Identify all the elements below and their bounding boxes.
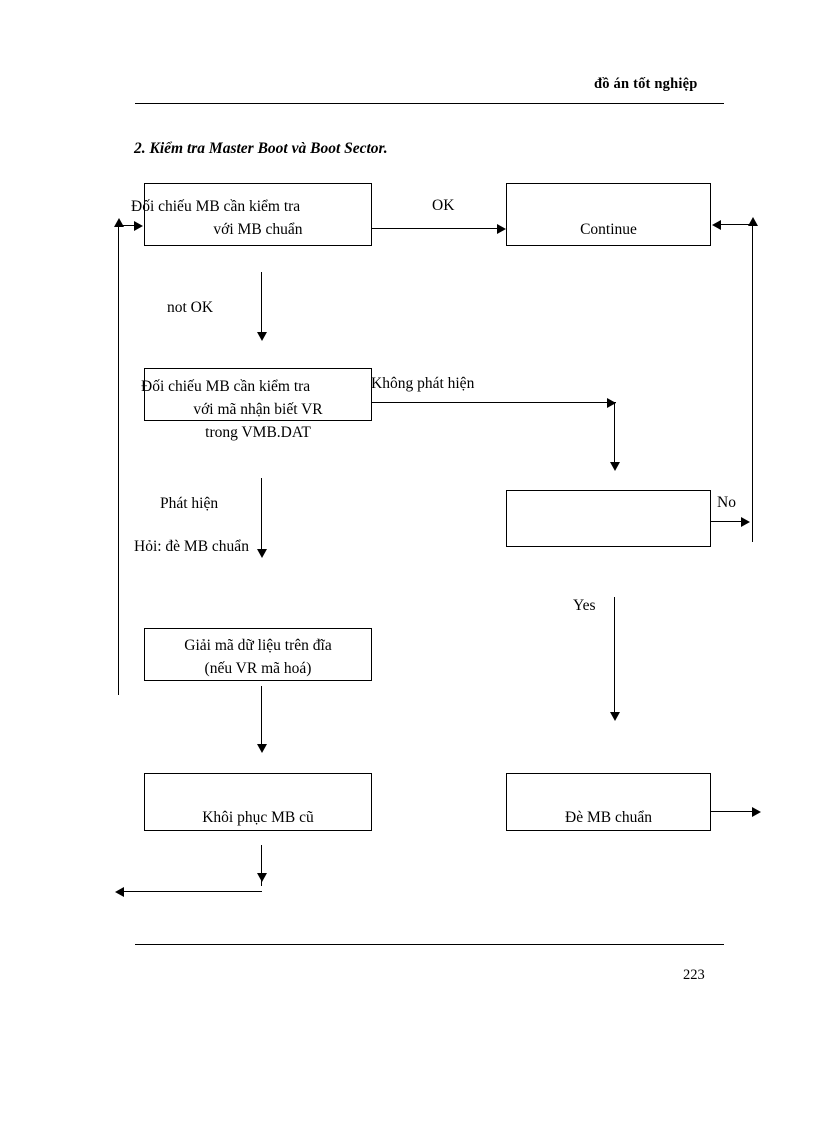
edge-line-right-feedback-h <box>721 224 753 226</box>
flow-node-overwrite-standard-mb <box>506 773 711 831</box>
flow-node-decrypt-disk-data-line2: (nếu VR mã hoá) <box>204 660 312 677</box>
edge-line-right-feedback-v <box>752 224 754 542</box>
page-header-text: đồ án tốt nghiệp <box>594 76 698 92</box>
edge-arrowhead-not-detected-h <box>607 398 616 408</box>
flow-node-continue <box>506 183 711 246</box>
page-number: 223 <box>683 967 705 983</box>
header-rule <box>135 103 724 104</box>
edge-arrowhead-not-detected-v <box>610 462 620 471</box>
flow-node-compare-mb-vr-line1: Đối chiếu MB cần kiểm tra <box>141 378 311 395</box>
edge-arrowhead-ok <box>497 224 506 234</box>
edge-line-yes <box>614 597 616 717</box>
edge-label-detected: Phát hiện <box>160 495 219 512</box>
edge-arrowhead-left-feedback <box>114 218 124 227</box>
edge-arrowhead-left-feedback-in <box>134 221 143 231</box>
edge-line-restore-down <box>261 845 263 886</box>
edge-line-decrypt-to-restore <box>261 686 263 748</box>
flow-node-decrypt-disk-data-line1: Giải mã dữ liệu trên đĩa <box>184 637 332 654</box>
footer-rule <box>135 944 724 945</box>
edge-arrowhead-bottom-left <box>115 887 124 897</box>
edge-line-bottom-left <box>124 891 262 893</box>
edge-line-not-ok <box>261 272 263 334</box>
flow-node-restore-old-mb-label: Khôi phục MB cũ <box>202 809 314 826</box>
flow-node-continue-label: Continue <box>580 221 637 238</box>
edge-label-ask-overwrite: Hỏi: đè MB chuẩn <box>134 538 249 555</box>
edge-arrowhead-yes <box>610 712 620 721</box>
edge-line-no <box>711 521 748 523</box>
edge-line-left-feedback-h <box>118 225 136 227</box>
flow-node-compare-mb-vr <box>144 368 372 421</box>
flow-node-compare-mb-standard-line1: Đối chiếu MB cần kiểm tra <box>131 198 301 215</box>
edge-arrowhead-decrypt-to-restore <box>257 744 267 753</box>
flow-node-compare-mb-standard-line2: với MB chuẩn <box>213 221 303 238</box>
edge-label-not-detected: Không phát hiện <box>371 375 475 392</box>
edge-label-not-ok: not OK <box>167 299 214 316</box>
flow-node-restore-old-mb <box>144 773 372 831</box>
edge-line-left-feedback-v <box>118 225 120 695</box>
edge-arrowhead-right-feedback-in <box>712 220 721 230</box>
page-title: 2. Kiểm tra Master Boot và Boot Sector. <box>134 140 388 157</box>
edge-arrowhead-no <box>741 517 750 527</box>
edge-line-detected <box>261 478 263 554</box>
edge-line-not-detected-h <box>372 402 616 404</box>
edge-arrowhead-right-feedback <box>748 217 758 226</box>
flow-node-decision-empty <box>506 490 711 547</box>
edge-line-not-detected-v <box>614 402 616 468</box>
edge-arrowhead-not-ok <box>257 332 267 341</box>
edge-arrowhead-detected <box>257 549 267 558</box>
flow-node-compare-mb-vr-line2: với mã nhận biết VR <box>193 401 323 418</box>
edge-label-yes: Yes <box>573 597 596 614</box>
edge-label-no: No <box>717 494 736 511</box>
edge-arrowhead-restore-down <box>257 873 267 882</box>
flow-node-overwrite-standard-mb-label: Đè MB chuẩn <box>565 809 652 826</box>
edge-label-ok: OK <box>432 197 455 214</box>
edge-line-ok <box>372 228 497 230</box>
flow-node-decrypt-disk-data <box>144 628 372 681</box>
edge-line-overwrite-out <box>711 811 759 813</box>
flow-node-compare-mb-vr-line3: trong VMB.DAT <box>205 424 311 441</box>
edge-arrowhead-overwrite-out <box>752 807 761 817</box>
flow-node-compare-mb-standard <box>144 183 372 246</box>
